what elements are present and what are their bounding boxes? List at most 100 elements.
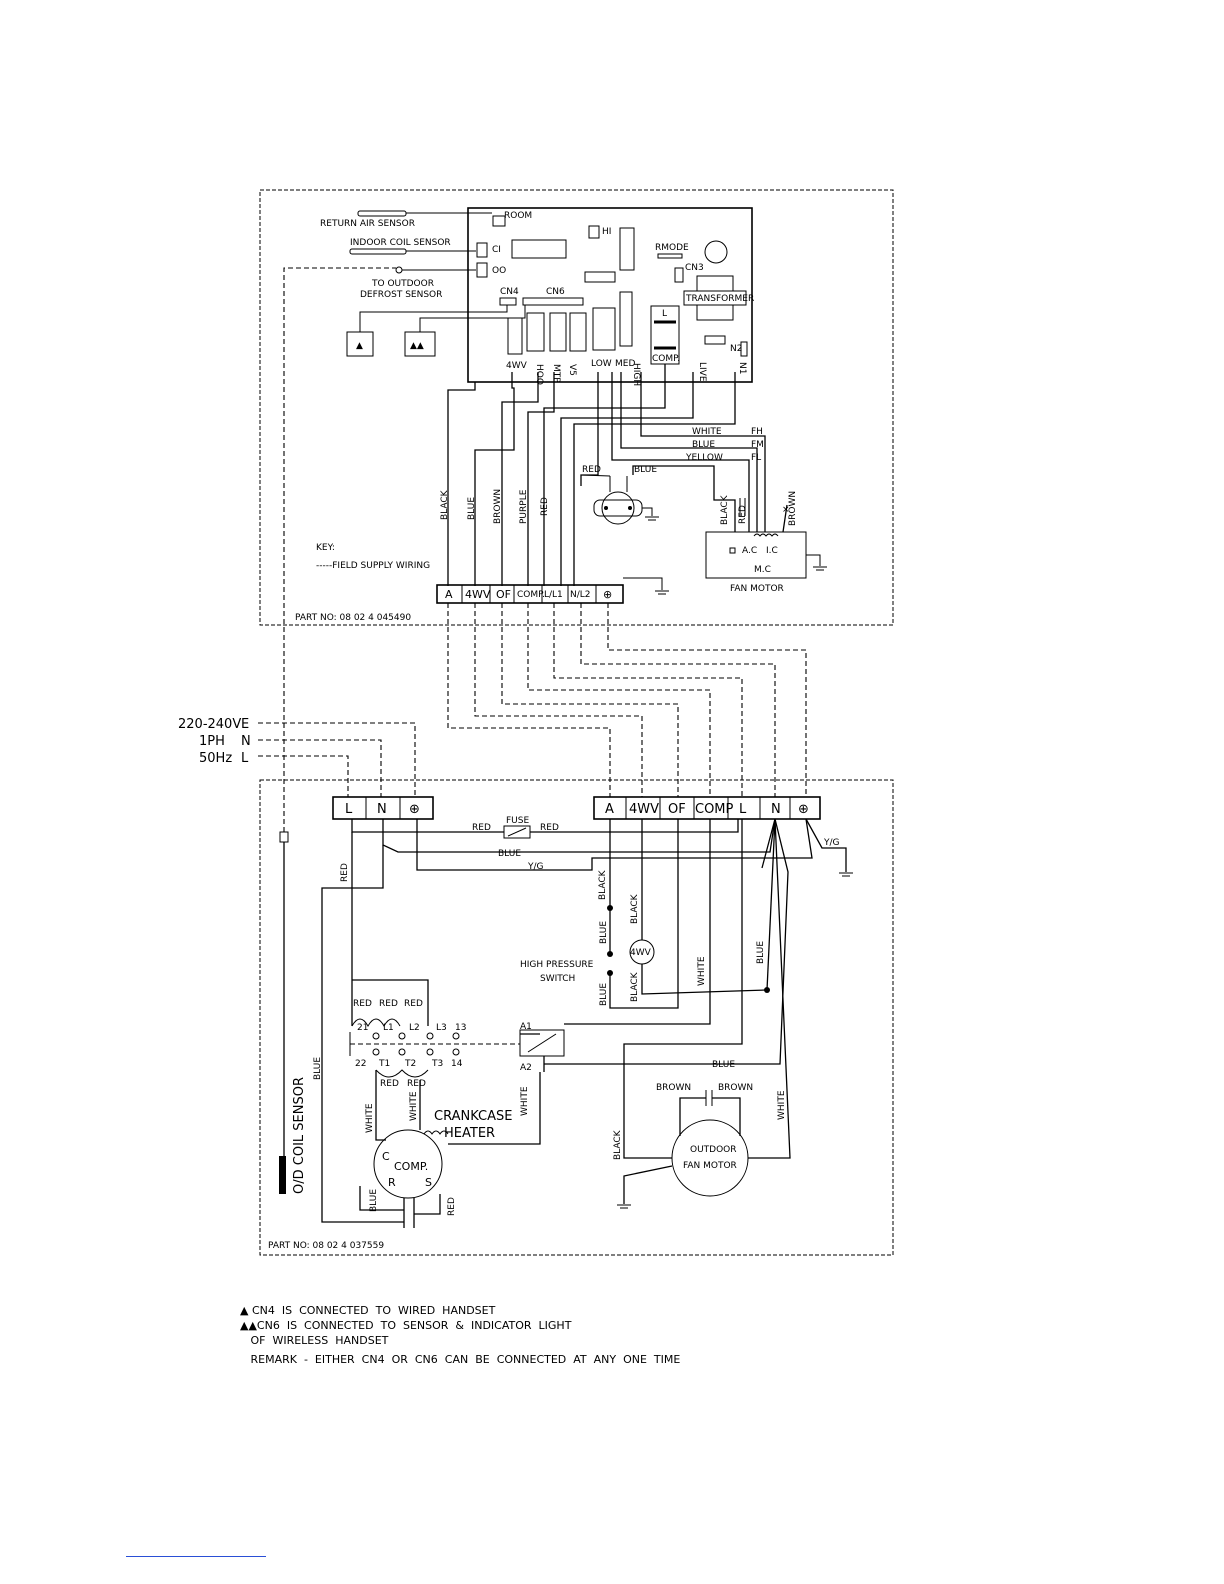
outdoor-fan-label-1: OUTDOOR	[690, 1145, 737, 1155]
oo-connector	[476, 262, 488, 278]
rmode-label: RMODE	[655, 243, 689, 253]
defrost-sensor-label: DEFROST SENSOR	[360, 290, 442, 300]
cn6-label: CN6	[546, 287, 565, 297]
supply-line-l: L	[241, 751, 249, 766]
outdoor-interconnect-terminals: A 4WV OF COMP L N ⊕	[593, 796, 821, 820]
hps-label-2: SWITCH	[540, 974, 575, 984]
supply-frequency: 50Hz	[199, 751, 232, 766]
pin-n1: N1	[737, 362, 747, 374]
outdoor-bus-wiring: FUSE RED RED BLUE Y/G Y/G	[351, 816, 853, 1159]
hps-label-1: HIGH PRESSURE	[520, 960, 594, 970]
comp-blue-label: BLUE	[369, 1189, 379, 1212]
ci-connector	[476, 242, 488, 258]
supply-line-n: N	[241, 734, 251, 749]
pin-4wv: 4WV	[506, 361, 528, 371]
relay-4	[569, 312, 587, 352]
contact-21: 21	[357, 1023, 368, 1033]
supply-voltage: 220-240V	[178, 717, 241, 732]
contact-t1: T1	[378, 1059, 390, 1069]
outdoor-earth-left-icon: ⊕	[409, 802, 420, 817]
fan-tap-fl: FL	[751, 453, 761, 463]
cn3-connector	[674, 267, 684, 283]
heater-coil-icon	[423, 1130, 449, 1135]
power-supply: 220-240V 1PH 50Hz E N L	[178, 717, 251, 766]
transformer-label: TRANSFORMER	[685, 294, 754, 304]
yg-earth-label: Y/G	[823, 838, 840, 848]
contactor-red-2: RED	[379, 999, 398, 1009]
wire-black: BLACK	[440, 489, 450, 520]
chip-3	[584, 271, 616, 283]
comp-s: S	[425, 1176, 432, 1189]
coil-a2-label: A2	[520, 1063, 532, 1073]
ac-label: A.C	[742, 546, 757, 556]
outdoor-terminal-a: A	[605, 802, 614, 817]
outdoor-terminal-l2: L	[739, 802, 747, 817]
swing-motor: RED BLUE	[580, 465, 659, 525]
hi-jumper	[588, 225, 600, 239]
indoor-coil-sensor: INDOOR COIL SENSOR CI	[349, 238, 501, 258]
handset-connectors: ▲ ▲▲	[346, 305, 526, 357]
comp-label: COMP.	[394, 1160, 428, 1173]
4wv-black-label: BLACK	[630, 893, 640, 924]
cn6-triangle-icon: ▲▲	[410, 341, 424, 351]
pin-v5: V5	[567, 364, 577, 376]
note-remark: REMARK - EITHER CN4 OR CN6 CAN BE CONNEC…	[240, 1353, 681, 1366]
compressor: COMP. C R S WHITE WHITE BLUE RED	[359, 1070, 457, 1228]
hps-blue2-label: BLUE	[599, 983, 609, 1006]
chip-1	[511, 239, 567, 259]
indoor-terminal-of: OF	[496, 588, 511, 601]
indoor-terminal-comp: COMP.	[517, 590, 545, 600]
od-coil-sensor: O/D COIL SENSOR BLUE	[279, 831, 323, 1194]
wire-blue: BLUE	[467, 497, 477, 520]
relay-2	[526, 312, 545, 352]
outdoor-terminal-comp: COMP	[695, 802, 734, 817]
relay-1	[507, 317, 523, 355]
comp-white-3: WHITE	[409, 1091, 419, 1121]
outdoor-fan-motor-icon	[671, 1119, 749, 1197]
outdoor-unit: L N ⊕ A 4WV OF COMP L N ⊕ FUSE R	[259, 779, 894, 1256]
outdoor-part-no: PART NO: 08 02 4 037559	[268, 1241, 384, 1251]
contactor-red-1: RED	[353, 999, 372, 1009]
fuse-label: FUSE	[506, 816, 529, 826]
fan-black-label: BLACK	[613, 1129, 623, 1160]
field-wiring	[258, 267, 807, 832]
contactor-red-bot-2: RED	[407, 1079, 426, 1089]
chip-2	[619, 227, 635, 271]
indoor-terminal-a: A	[445, 588, 453, 601]
pin-low: LOW	[591, 359, 612, 369]
relay-6	[619, 291, 633, 347]
pin-med: MED	[615, 359, 635, 369]
pin-live: LIVE	[697, 362, 707, 382]
yg-bus-label: Y/G	[527, 862, 544, 872]
indoor-fan-motor: BLACK RED BROWN A.C I.C M.C FAN MOTOR	[705, 491, 827, 594]
outdoor-fan-label-2: FAN MOTOR	[683, 1161, 737, 1171]
footer-link-line	[126, 1556, 266, 1557]
outdoor-terminal-4wv: 4WV	[629, 802, 659, 817]
motor-wire-red: RED	[738, 505, 748, 524]
fan-tap-fh: FH	[751, 427, 763, 437]
indoor-terminal-l: L/L1	[544, 590, 563, 600]
defrost-sensor: OO TO OUTDOOR DEFROST SENSOR	[360, 262, 506, 300]
rmode-switch	[657, 253, 683, 259]
room-label: ROOM	[504, 211, 532, 221]
cn4-triangle-icon: ▲	[356, 341, 363, 351]
cn4-label: CN4	[500, 287, 519, 297]
contact-l3: L3	[436, 1023, 447, 1033]
high-pressure-switch: BLACK BLUE BLUE HIGH PRESSURE SWITCH	[520, 819, 679, 1009]
contactor-red-3: RED	[404, 999, 423, 1009]
outdoor-earth-right-icon: ⊕	[798, 802, 809, 817]
outdoor-terminal-of: OF	[668, 802, 686, 817]
outdoor-fan-motor: OUTDOOR FAN MOTOR BROWN BROWN BLACK WHIT…	[613, 819, 787, 1209]
crankcase-label-2: HEATER	[444, 1126, 495, 1141]
fan-wire-blue: BLUE	[692, 440, 715, 450]
crankcase-label-1: CRANKCASE	[434, 1109, 512, 1124]
field-supply-key: -----FIELD SUPPLY WIRING	[316, 561, 430, 571]
contact-t2: T2	[404, 1059, 416, 1069]
buzzer	[704, 240, 728, 264]
fuse-red-right: RED	[540, 823, 559, 833]
fan-tap-fm: FM	[751, 440, 764, 450]
outdoor-terminal-l: L	[345, 802, 353, 817]
fan-white-label: WHITE	[777, 1090, 787, 1120]
comp-white-2: WHITE	[365, 1103, 375, 1133]
contact-13: 13	[455, 1023, 466, 1033]
